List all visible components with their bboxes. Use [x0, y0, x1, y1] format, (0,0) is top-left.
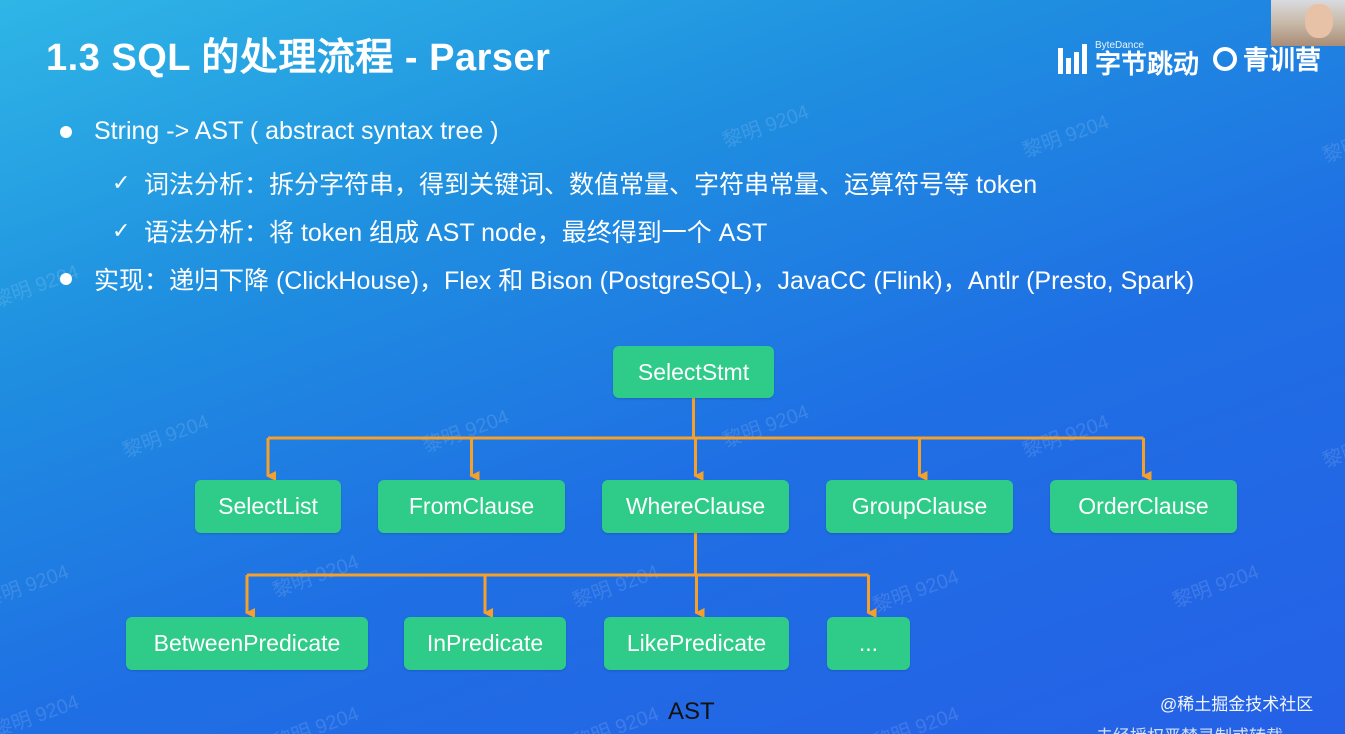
- bullet-dot-icon: [60, 125, 72, 138]
- ast-node-selectlist: SelectList: [195, 480, 341, 533]
- ast-node-likepredicate: LikePredicate: [604, 617, 789, 670]
- credit-bottom: 未经授权严禁录制或转载: [1096, 722, 1283, 734]
- bullet-item: 实现：递归下降 (ClickHouse)，Flex 和 Bison (Postg…: [60, 261, 1194, 297]
- bullet-text: 语法分析：将 token 组成 AST node，最终得到一个 AST: [144, 219, 768, 247]
- ast-node-more: ...: [827, 617, 910, 670]
- brand-small: ByteDance: [1095, 39, 1144, 51]
- check-icon: ✓: [112, 170, 131, 195]
- qingxunying-logo: 青训营: [1213, 40, 1321, 77]
- bullet-text: 实现：递归下降 (ClickHouse)，Flex 和 Bison (Postg…: [94, 267, 1195, 295]
- ast-node-root: SelectStmt: [613, 346, 774, 398]
- brand-name: 字节跳动: [1095, 48, 1200, 79]
- bullet-text: 词法分析：拆分字符串，得到关键词、数值常量、字符串常量、运算符号等 token: [144, 171, 1038, 199]
- bytedance-bars-icon: [1058, 43, 1087, 74]
- check-icon: ✓: [112, 218, 131, 243]
- bullet-text: String -> AST ( abstract syntax tree ): [94, 117, 499, 145]
- ast-node-orderclause: OrderClause: [1050, 480, 1237, 533]
- slide-title: 1.3 SQL 的处理流程 - Parser: [46, 37, 551, 79]
- ast-node-groupclause: GroupClause: [826, 480, 1013, 533]
- bytedance-logo: ByteDance 字节跳动: [1058, 39, 1200, 79]
- ast-node-betweenpredicate: BetweenPredicate: [126, 617, 368, 670]
- presenter-camera: [1271, 0, 1345, 46]
- credit-text: @稀土掘金技术社区: [1160, 695, 1314, 714]
- ast-node-fromclause: FromClause: [378, 480, 565, 533]
- ast-node-whereclause: WhereClause: [602, 480, 789, 533]
- brand-logos: ByteDance 字节跳动 青训营: [1058, 40, 1321, 77]
- qingxunying-icon: [1213, 46, 1238, 71]
- tree-caption: AST: [668, 698, 715, 725]
- bullet-subitem: ✓ 词法分析：拆分字符串，得到关键词、数值常量、字符串常量、运算符号等 toke…: [112, 165, 1037, 201]
- ast-node-inpredicate: InPredicate: [404, 617, 566, 670]
- bullet-dot-icon: [60, 273, 72, 285]
- bullet-item: String -> AST ( abstract syntax tree ): [60, 117, 499, 146]
- bullet-subitem: ✓ 语法分析：将 token 组成 AST node，最终得到一个 AST: [112, 213, 767, 249]
- brand-partner: 青训营: [1243, 45, 1322, 75]
